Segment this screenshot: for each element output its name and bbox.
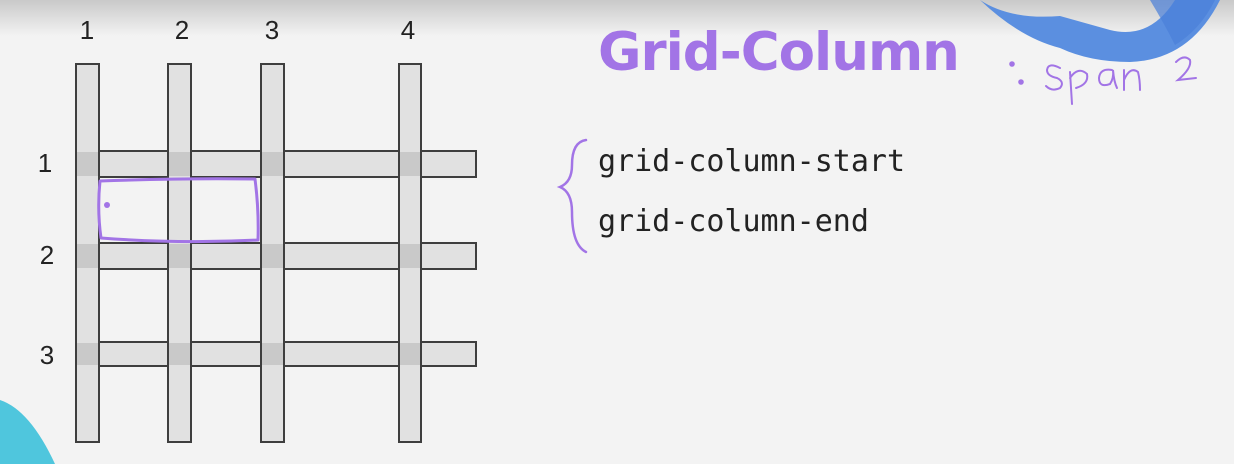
column-line-number: 1 — [80, 15, 94, 45]
band-intersections — [77, 152, 420, 365]
row-line-number: 3 — [40, 340, 54, 370]
column-line-number: 4 — [401, 15, 415, 45]
row-line-number: 1 — [38, 148, 52, 178]
hand-drawn-brace — [556, 138, 588, 254]
column-line-number: 3 — [265, 15, 279, 45]
row-line-number: 2 — [40, 240, 54, 270]
page-title: Grid-Column — [598, 22, 960, 83]
handwritten-span-note — [1009, 56, 1197, 105]
corner-swoosh-accent — [1150, 0, 1215, 45]
property-grid-column-start: grid-column-start — [598, 144, 906, 179]
property-grid-column-end: grid-column-end — [598, 204, 869, 239]
corner-blob-bottom-left — [0, 400, 55, 464]
column-line-number: 2 — [175, 15, 189, 45]
highlighted-grid-item — [97, 177, 260, 244]
item-marker-dot — [104, 202, 110, 208]
corner-swoosh-top-right — [980, 0, 1220, 62]
